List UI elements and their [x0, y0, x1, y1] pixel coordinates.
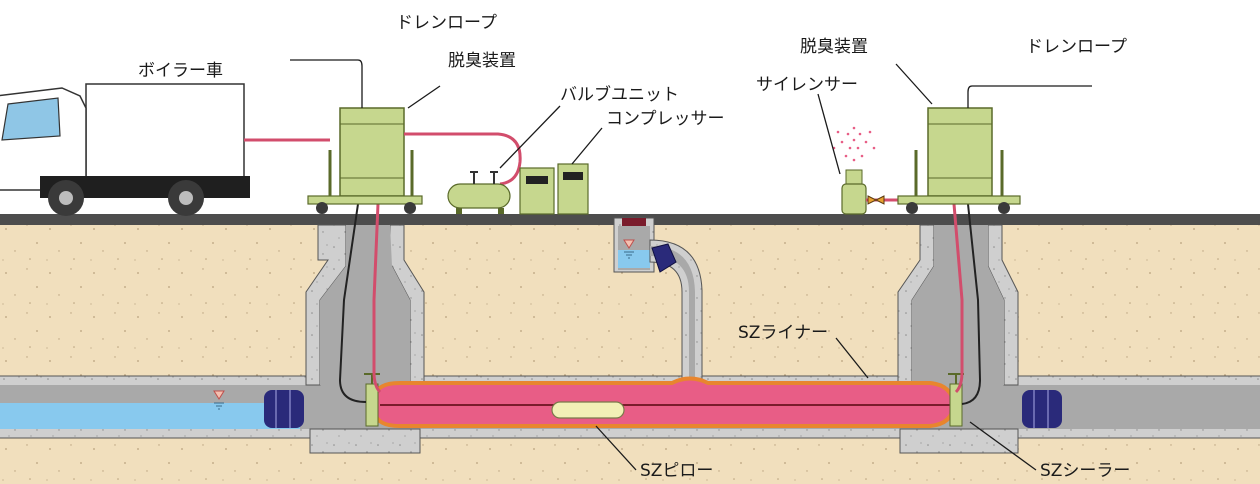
sz-pillow — [551, 401, 625, 419]
steam-hose-right — [952, 203, 964, 394]
label-drain-rope-right: ドレンロープ — [1026, 37, 1127, 57]
label-valve-unit: バルブユニット — [560, 84, 679, 105]
label-silencer: サイレンサー — [756, 75, 858, 95]
label-compressor: コンプレッサー — [606, 109, 725, 129]
label-deodorizer-right: 脱臭装置 — [800, 37, 868, 57]
valve-icon — [867, 195, 885, 205]
water-level-icon — [213, 390, 225, 410]
manhole-left — [305, 224, 425, 454]
sz-liner — [374, 376, 957, 428]
leader-lines — [290, 59, 1092, 471]
water-level-icon — [623, 239, 635, 259]
label-drain-rope-left: ドレンロープ — [396, 13, 497, 33]
label-boiler-truck: ボイラー車 — [138, 61, 223, 81]
steam-hose-loop — [404, 132, 522, 186]
deodorizer-right — [897, 107, 1021, 214]
label-deodorizer-left: 脱臭装置 — [448, 51, 516, 71]
label-sz-sealer: SZシーラー — [1040, 461, 1130, 481]
deodorizer-left — [307, 107, 423, 214]
drain-hose-right — [961, 203, 982, 405]
label-sz-liner: SZライナー — [738, 323, 828, 343]
sz-sealer-left — [364, 373, 380, 427]
pipe-plug-right — [1022, 390, 1062, 428]
steam-hose-left — [372, 203, 382, 394]
compressor — [519, 163, 589, 215]
truck-icon — [0, 83, 250, 216]
drain-hose-left — [338, 203, 367, 403]
valve-unit — [447, 171, 511, 214]
pipe-plug-left — [264, 390, 304, 428]
label-sz-pillow: SZピロー — [640, 461, 713, 481]
silencer — [832, 126, 876, 215]
